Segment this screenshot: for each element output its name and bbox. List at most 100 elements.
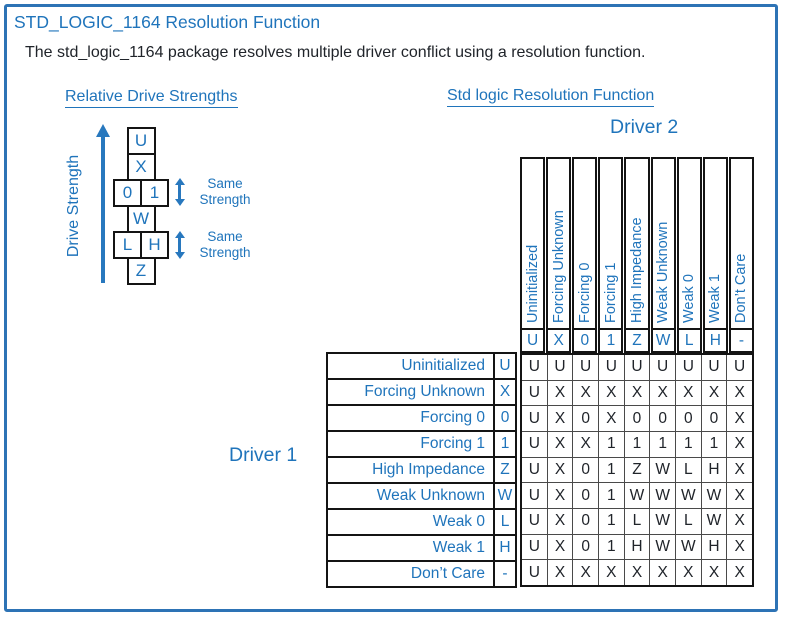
row-symbol: - (493, 562, 515, 586)
resolution-cell: X (624, 380, 650, 406)
page-subtitle: The std_logic_1164 package resolves mult… (25, 44, 646, 61)
column-label-area: Forcing 0 (574, 159, 595, 328)
column-symbol: L (678, 328, 700, 351)
resolution-cell: X (547, 534, 573, 560)
drive-strength-axis-label: Drive Strength (65, 154, 82, 258)
resolution-cell: X (675, 560, 701, 585)
same-strength-double-arrow-icon (174, 230, 185, 259)
strength-box: L (113, 231, 142, 259)
resolution-cell: L (675, 457, 701, 483)
column-label: Uninitialized (524, 244, 541, 323)
column-symbol: 1 (600, 328, 622, 351)
resolution-cell: 0 (573, 483, 598, 508)
column-symbol: W (652, 328, 674, 351)
row-label: Uninitialized (401, 357, 485, 374)
resolution-cell: 1 (598, 457, 624, 483)
column-label-area: High Impedance (626, 159, 647, 328)
resolution-cell: 1 (598, 431, 624, 457)
strength-stack-row: U (126, 127, 156, 155)
driver1-row-header: Weak Unknown W (326, 482, 517, 510)
resolution-cell: X (547, 457, 573, 483)
resolution-cell: X (547, 380, 573, 406)
drive-strengths-heading: Relative Drive Strengths (65, 88, 238, 108)
row-symbol: W (493, 484, 515, 508)
driver1-row-header: Uninitialized U (326, 352, 517, 380)
row-label: Weak Unknown (376, 487, 485, 504)
resolution-cell: X (624, 560, 650, 585)
same-strength-double-arrow-icon (174, 177, 185, 206)
resolution-cell: 1 (598, 483, 624, 508)
resolution-cell: 0 (624, 406, 650, 431)
resolution-cell: W (675, 483, 701, 508)
strength-box: X (126, 153, 156, 181)
column-symbol: X (548, 328, 570, 351)
page-title: STD_LOGIC_1164 Resolution Function (14, 12, 321, 32)
resolution-cell: U (522, 483, 547, 508)
resolution-cell: U (522, 431, 547, 457)
strength-box: W (126, 205, 156, 233)
row-symbol: X (493, 380, 515, 404)
resolution-cell: X (727, 380, 752, 406)
resolution-cell: U (522, 406, 547, 431)
resolution-cell: X (727, 560, 752, 585)
resolution-cell: L (675, 508, 701, 534)
resolution-cell: X (701, 560, 727, 585)
column-label: Weak 1 (707, 274, 724, 323)
same-strength-line2: Strength (199, 244, 251, 260)
resolution-cell: U (598, 355, 624, 380)
resolution-cell: 0 (650, 406, 675, 431)
resolution-cell: X (547, 508, 573, 534)
resolution-cell: X (675, 380, 701, 406)
resolution-cell: 1 (701, 431, 727, 457)
column-label: Forcing 1 (602, 262, 619, 323)
driver2-column-header: Forcing 1 1 (598, 157, 624, 353)
resolution-cell: W (701, 508, 727, 534)
driver2-column-header: Forcing 0 0 (572, 157, 598, 353)
column-symbol: 0 (574, 328, 596, 351)
resolution-cell: 1 (598, 508, 624, 534)
strength-box: U (126, 127, 156, 155)
row-label: Forcing Unknown (364, 383, 485, 400)
resolution-cell: X (598, 560, 624, 585)
resolution-cell: 1 (675, 431, 701, 457)
resolution-heading: Std logic Resolution Function (447, 87, 655, 107)
row-symbol: 0 (493, 406, 515, 430)
resolution-cell: 0 (573, 457, 598, 483)
slide-border-frame (4, 4, 778, 612)
same-strength-annotation-lh: Same Strength (174, 229, 256, 260)
column-label: Forcing 0 (576, 262, 593, 323)
column-label-area: Weak 0 (679, 159, 700, 328)
resolution-cell: W (624, 483, 650, 508)
resolution-cell: X (650, 380, 675, 406)
row-symbol: U (493, 354, 515, 378)
row-label: Weak 0 (432, 513, 485, 530)
column-symbol: - (730, 328, 752, 351)
resolution-cell: 1 (598, 534, 624, 560)
column-label-area: Weak 1 (705, 159, 726, 328)
row-symbol: H (493, 536, 515, 560)
column-label-area: Forcing 1 (600, 159, 621, 328)
strength-box: 0 (113, 179, 142, 207)
same-strength-line1: Same (207, 229, 243, 244)
resolution-cell: U (522, 380, 547, 406)
resolution-cell: X (727, 483, 752, 508)
resolution-cell: 0 (701, 406, 727, 431)
resolution-cell: X (650, 560, 675, 585)
drive-strength-arrow-icon (101, 136, 105, 283)
column-label-area: Weak Unknown (653, 159, 674, 328)
resolution-cell: X (573, 380, 598, 406)
column-label-area: Don’t Care (731, 159, 752, 328)
